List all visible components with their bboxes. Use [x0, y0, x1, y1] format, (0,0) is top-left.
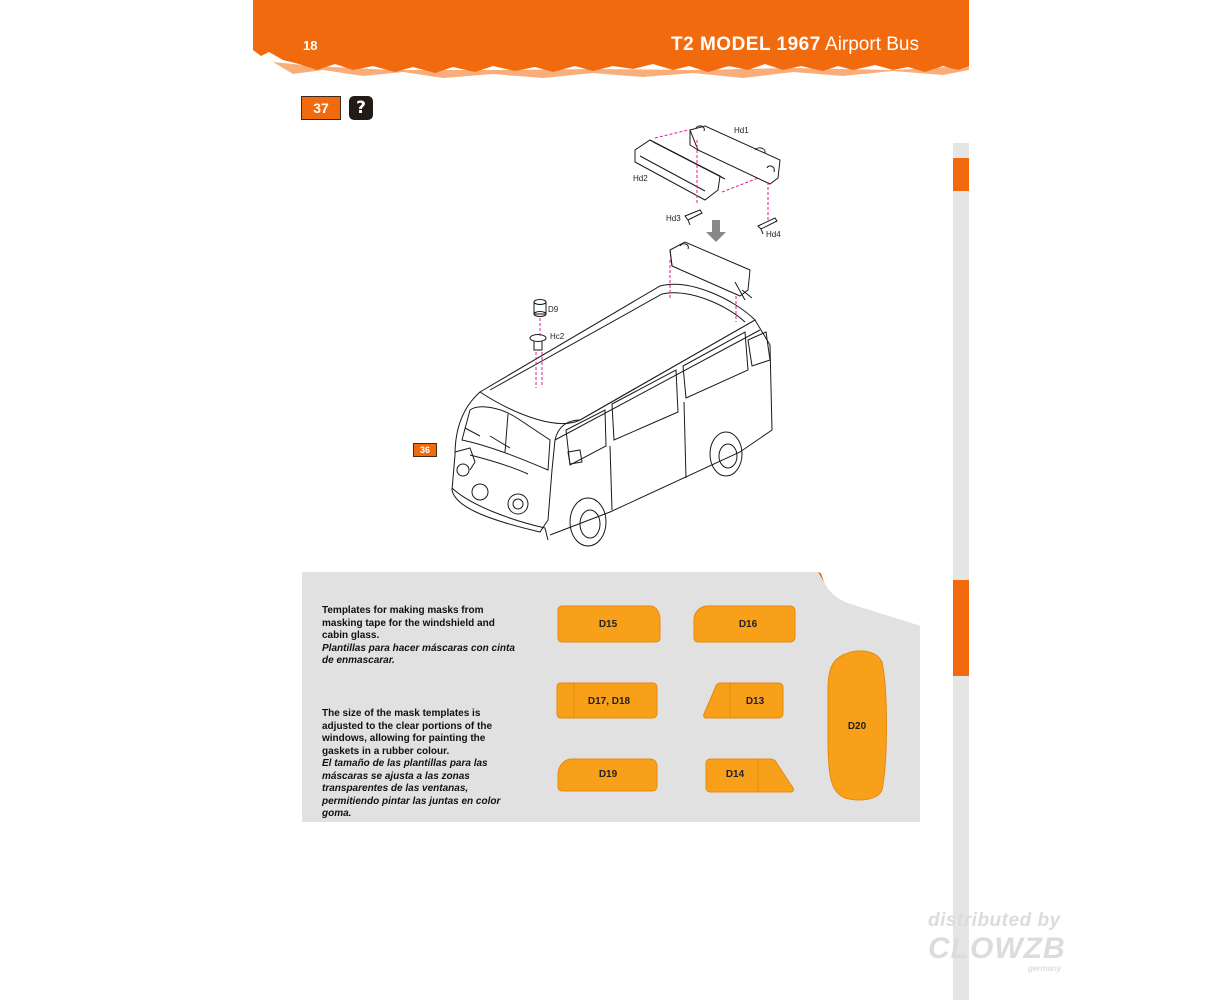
- page-title: T2 MODEL 1967 Airport Bus: [671, 34, 919, 56]
- section-rail: [953, 143, 969, 1000]
- bus-illustration: [451, 283, 773, 547]
- assembly-diagram: [451, 125, 781, 547]
- text-english-2: The size of the mask templates is adjust…: [322, 708, 493, 757]
- panel-description-1: Templates for making masks from masking …: [322, 605, 522, 668]
- roof-rack-part-hd3: [684, 209, 703, 226]
- label-hd4: Hd4: [766, 230, 781, 239]
- page-number: 18: [303, 38, 318, 53]
- label-hd3: Hd3: [666, 214, 681, 223]
- label-hd2: Hd2: [633, 174, 648, 183]
- section-tab-marker-active: [953, 580, 969, 676]
- page-curl-corner: [810, 570, 920, 626]
- step-number-badge: 37: [301, 96, 341, 120]
- mask-d20: [827, 650, 887, 801]
- mask-d16: [693, 605, 796, 643]
- mask-d14: [705, 758, 794, 793]
- label-hd1: Hd1: [734, 126, 749, 135]
- label-d9: D9: [548, 305, 559, 314]
- watermark-line-1: distributed by: [928, 910, 1061, 931]
- distributor-watermark: distributed by CLOWZB germany: [928, 910, 1065, 973]
- title-model: T2 MODEL 1967: [671, 34, 821, 55]
- text-english-1: Templates for making masks from masking …: [322, 605, 495, 641]
- roof-rack-part-hd2: [634, 139, 726, 201]
- mask-d19: [557, 758, 658, 792]
- mask-label-d17-d18: D17, D18: [587, 696, 631, 707]
- mask-d17-d18: [556, 682, 658, 719]
- assembly-guide-lines: [535, 129, 769, 388]
- mask-label-d13: D13: [745, 696, 765, 707]
- mask-label-d14: D14: [725, 769, 745, 780]
- reference-step-badge: 36: [413, 443, 437, 457]
- mask-label-d15: D15: [598, 619, 618, 630]
- mask-template-shapes: [556, 605, 887, 801]
- watermark-line-2: CLOWZB: [928, 932, 1066, 965]
- mask-d13: [703, 682, 784, 719]
- text-spanish-2: El tamaño de las plantillas para las más…: [322, 758, 501, 819]
- question-mark-icon: ?: [349, 96, 373, 120]
- mask-label-d20: D20: [847, 721, 867, 732]
- mask-label-d16: D16: [738, 619, 758, 630]
- text-spanish-1: Plantillas para hacer máscaras con cinta…: [322, 642, 515, 667]
- title-variant: Airport Bus: [825, 34, 919, 55]
- panel-description-2: The size of the mask templates is adjust…: [322, 708, 522, 821]
- down-arrow-icon: [706, 220, 726, 242]
- roof-rack-part-hd1: [689, 125, 781, 185]
- mask-d15: [557, 605, 661, 643]
- beacon-part-d9: [533, 299, 547, 317]
- watermark-line-3: germany: [1028, 964, 1062, 973]
- header-brush-band: [253, 0, 969, 78]
- mask-label-d19: D19: [598, 769, 618, 780]
- beacon-part-hc2: [529, 334, 547, 351]
- roof-rack-part-hd4: [757, 217, 778, 235]
- label-hc2: Hc2: [550, 332, 565, 341]
- assembled-roof-rack: [669, 241, 753, 301]
- page-header: [253, 0, 969, 80]
- section-tab-marker: [953, 158, 969, 191]
